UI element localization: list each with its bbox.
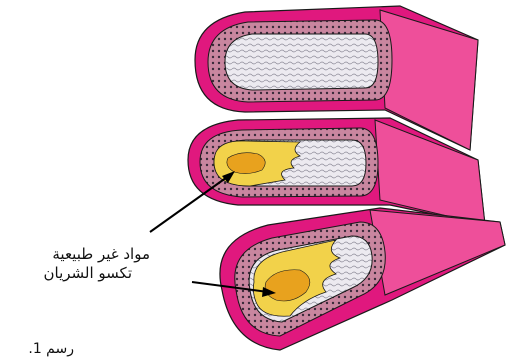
arrow-upper [150,175,230,232]
plaque-core [227,153,265,174]
annotation-line-2: تكسو الشريان [43,264,132,283]
artery-heavy-plaque [220,208,505,350]
annotation-line-1: مواد غير طبيعية [52,245,150,264]
figure-caption: رسم 1. [28,340,74,359]
outer-wall-highlight [370,210,505,295]
lumen [225,34,378,90]
